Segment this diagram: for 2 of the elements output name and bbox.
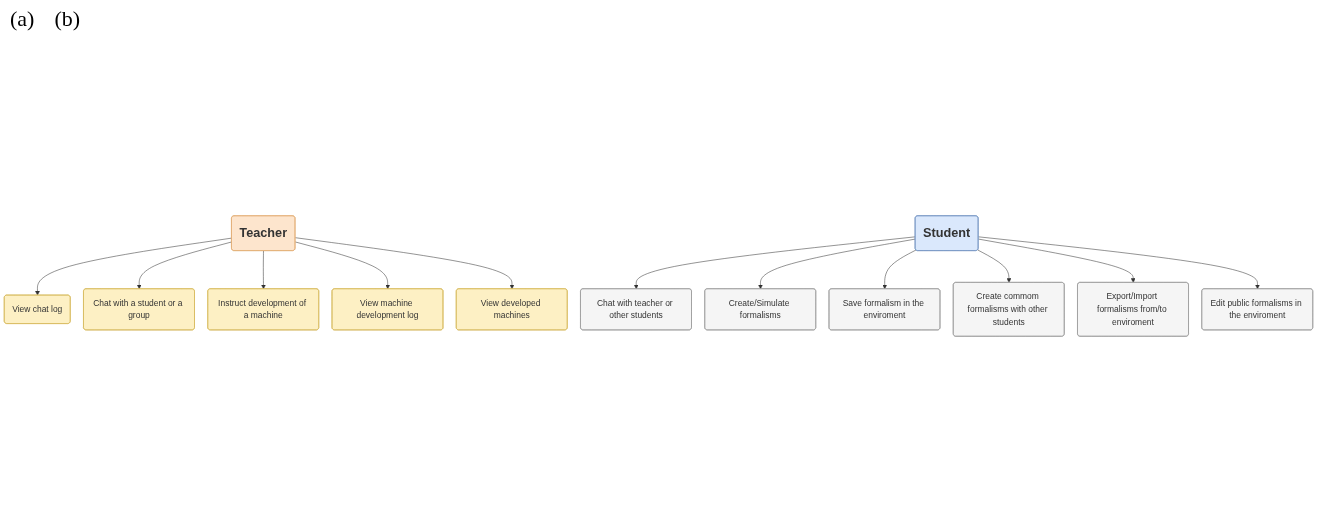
panel-label: (b): [54, 6, 81, 31]
panel-label: (a): [10, 6, 35, 31]
